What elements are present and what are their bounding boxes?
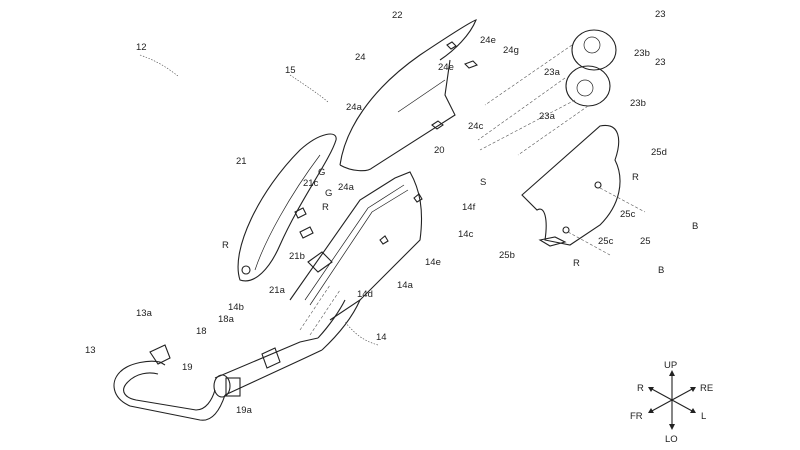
label-15: 15 [285, 65, 296, 76]
compass-l: L [701, 411, 706, 422]
label-23b: 23b [634, 48, 650, 59]
compass-lo: LO [665, 434, 678, 445]
label-S: S [480, 177, 486, 188]
label-25b: 25b [499, 250, 515, 261]
compass-up: UP [664, 360, 677, 371]
label-R: R [322, 202, 329, 213]
compass-re: RE [700, 383, 713, 394]
leader-15 [289, 74, 329, 103]
label-G: G [318, 167, 325, 178]
label-23a: 23a [539, 111, 556, 122]
leader-12 [139, 54, 179, 77]
label-14e: 14e [425, 257, 441, 268]
label-12: 12 [136, 42, 147, 53]
label-21c: 21c [303, 178, 319, 189]
leader-14 [344, 321, 379, 346]
label-22: 22 [392, 10, 403, 21]
label-25c: 25c [620, 209, 636, 220]
muffler [289, 171, 423, 336]
cover-25 [521, 124, 646, 256]
label-25c: 25c [598, 236, 614, 247]
label-24a: 24a [346, 102, 363, 113]
label-14: 14 [376, 332, 387, 343]
label-21: 21 [236, 156, 247, 167]
label-19: 19 [182, 362, 193, 373]
cap-23 [477, 29, 617, 156]
label-B: B [692, 221, 698, 232]
label-14b: 14b [228, 302, 244, 313]
label-R: R [632, 172, 639, 183]
label-14f: 14f [462, 202, 476, 213]
compass-fr: FR [630, 411, 643, 422]
label-23b: 23b [630, 98, 646, 109]
cover-21 [237, 133, 337, 282]
label-21b: 21b [289, 251, 305, 262]
label-13: 13 [85, 345, 96, 356]
label-18a: 18a [218, 314, 235, 325]
label-25d: 25d [651, 147, 667, 158]
label-24a: 24a [338, 182, 355, 193]
direction-compass [648, 370, 696, 430]
compass-labels: UP LO RE FR R L [630, 360, 713, 445]
label-24: 24 [355, 52, 366, 63]
label-14c: 14c [458, 229, 474, 240]
compass-r: R [637, 383, 644, 394]
label-14a: 14a [397, 280, 414, 291]
label-19a: 19a [236, 405, 253, 416]
label-23: 23 [655, 57, 666, 68]
label-24g: 24g [503, 45, 519, 56]
label-13a: 13a [136, 308, 153, 319]
label-24e: 24e [438, 62, 454, 73]
label-23: 23 [655, 9, 666, 20]
label-R: R [222, 240, 229, 251]
label-20: 20 [434, 145, 445, 156]
cover-22 [339, 19, 478, 172]
label-24e: 24e [480, 35, 496, 46]
label-23a: 23a [544, 67, 561, 78]
label-G: G [325, 188, 332, 199]
label-21a: 21a [269, 285, 286, 296]
label-24c: 24c [468, 121, 484, 132]
label-B: B [658, 265, 664, 276]
reference-labels: 12 22 24 24e 24g 24e 15 24a 24a 24c 21 G… [85, 9, 698, 416]
label-18: 18 [196, 326, 207, 337]
label-25: 25 [640, 236, 651, 247]
label-R: R [573, 258, 580, 269]
label-14d: 14d [357, 289, 373, 300]
